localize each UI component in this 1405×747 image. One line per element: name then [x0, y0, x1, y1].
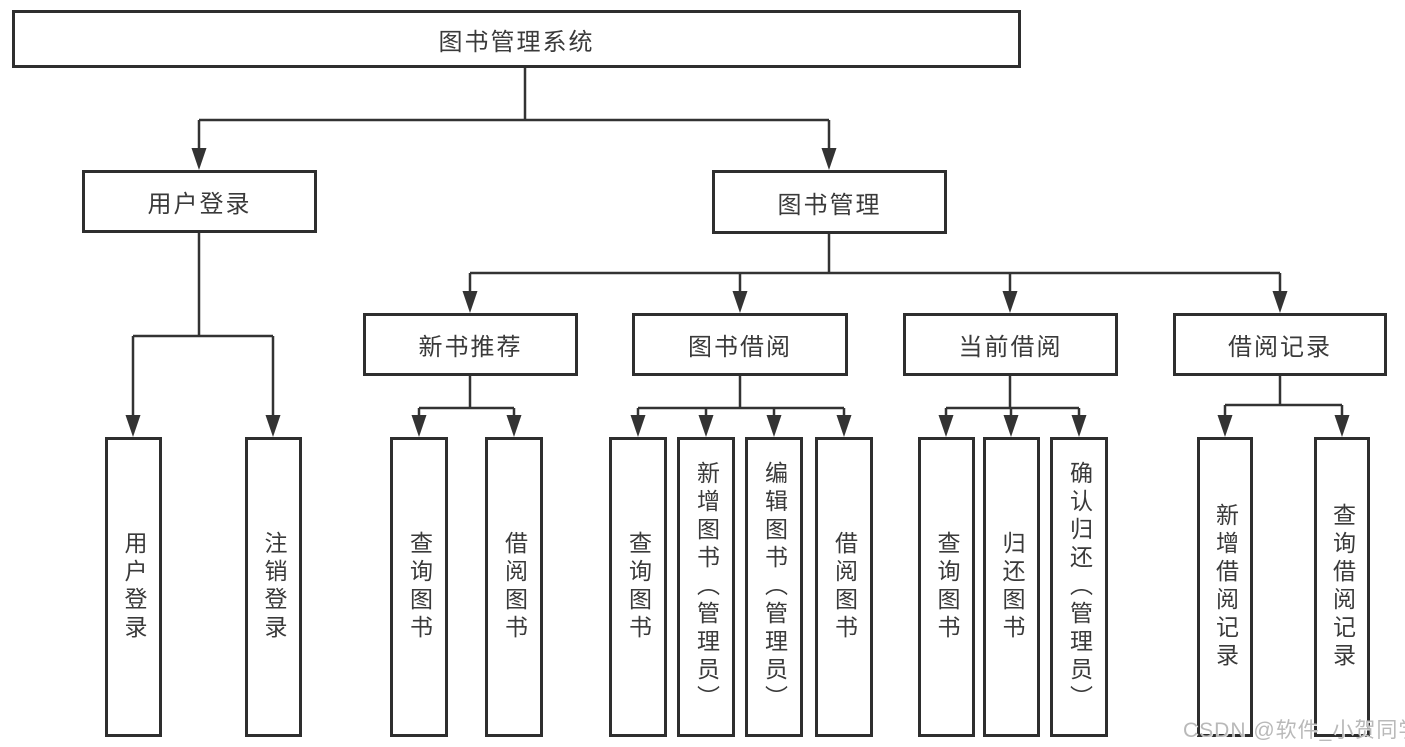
node-user-login: 用户登录 — [82, 170, 317, 233]
node-book-management-label: 图书管理 — [777, 191, 882, 219]
node-book-management: 图书管理 — [712, 170, 947, 234]
node-borrow-record-label: 借阅记录 — [1228, 334, 1332, 361]
leaf-cb-query-book-label: 查询图书 — [934, 531, 960, 643]
node-root: 图书管理系统 — [12, 10, 1021, 68]
node-book-borrow-label: 图书借阅 — [688, 334, 792, 361]
leaf-bb-edit-book-admin: 编辑图书（管理员） — [745, 437, 803, 737]
leaf-br-add-record-label: 新增借阅记录 — [1212, 503, 1239, 671]
node-new-book-recommend: 新书推荐 — [363, 313, 578, 376]
node-current-borrow-label: 当前借阅 — [958, 334, 1063, 361]
leaf-user-login: 用户登录 — [105, 437, 162, 737]
leaf-br-add-record: 新增借阅记录 — [1197, 437, 1253, 737]
node-new-book-recommend-label: 新书推荐 — [418, 334, 523, 361]
node-current-borrow: 当前借阅 — [903, 313, 1118, 376]
node-borrow-record: 借阅记录 — [1173, 313, 1387, 376]
leaf-bb-query-book-label: 查询图书 — [625, 531, 652, 643]
leaf-cb-query-book: 查询图书 — [918, 437, 975, 737]
leaf-br-query-record: 查询借阅记录 — [1314, 437, 1370, 737]
watermark: CSDN @软件_小贺同学 — [1183, 719, 1405, 742]
leaf-cb-return-book-label: 归还图书 — [999, 531, 1025, 643]
leaf-bb-query-book: 查询图书 — [609, 437, 667, 737]
leaf-bb-edit-book-admin-label: 编辑图书（管理员） — [761, 461, 788, 713]
leaf-nb-borrow-book-label: 借阅图书 — [501, 531, 528, 643]
leaf-nb-query-book: 查询图书 — [390, 437, 448, 737]
leaf-bb-add-book-admin: 新增图书（管理员） — [677, 437, 735, 737]
leaf-nb-query-book-label: 查询图书 — [406, 531, 433, 643]
leaf-cb-confirm-return-admin: 确认归还（管理员） — [1050, 437, 1108, 737]
leaf-logout-label: 注销登录 — [261, 531, 287, 643]
leaf-cb-return-book: 归还图书 — [983, 437, 1040, 737]
leaf-logout: 注销登录 — [245, 437, 302, 737]
leaf-bb-borrow-book: 借阅图书 — [815, 437, 873, 737]
leaf-nb-borrow-book: 借阅图书 — [485, 437, 543, 737]
leaf-bb-add-book-admin-label: 新增图书（管理员） — [693, 461, 720, 713]
leaf-br-query-record-label: 查询借阅记录 — [1329, 503, 1356, 671]
node-user-login-label: 用户登录 — [147, 191, 252, 218]
node-book-borrow: 图书借阅 — [632, 313, 848, 376]
leaf-user-login-label: 用户登录 — [121, 531, 147, 643]
leaf-bb-borrow-book-label: 借阅图书 — [831, 531, 858, 643]
node-root-label: 图书管理系统 — [438, 28, 595, 56]
leaf-cb-confirm-return-admin-label: 确认归还（管理员） — [1066, 461, 1093, 713]
